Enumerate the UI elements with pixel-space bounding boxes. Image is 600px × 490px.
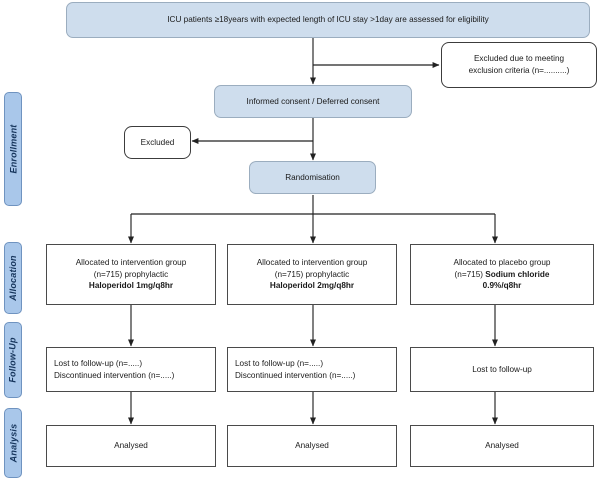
stage-label-allocation: Allocation bbox=[4, 242, 22, 314]
node-allocation-3-line-3: 0.9%/q8hr bbox=[482, 281, 522, 291]
node-excluded-criteria: Excluded due to meeting exclusion criter… bbox=[441, 42, 597, 88]
node-allocation-1-line-2: (n=715) prophylactic bbox=[93, 269, 169, 279]
node-allocation-1-line-1: Allocated to intervention group bbox=[75, 257, 187, 267]
node-analysis-1: Analysed bbox=[46, 425, 216, 467]
node-allocation-2-line-3: Haloperidol 2mg/q8hr bbox=[269, 281, 355, 291]
node-allocation-2: Allocated to intervention group (n=715) … bbox=[227, 244, 397, 305]
node-allocation-2-line-1: Allocated to intervention group bbox=[256, 257, 368, 267]
stage-label-analysis-text: Analysis bbox=[8, 423, 18, 463]
stage-label-follow-up-text: Follow-Up bbox=[8, 337, 19, 383]
node-eligibility: ICU patients ≥18years with expected leng… bbox=[66, 2, 590, 38]
node-allocation-1: Allocated to intervention group (n=715) … bbox=[46, 244, 216, 305]
node-analysis-1-line-1: Analysed bbox=[114, 441, 148, 451]
stage-label-enrollment: Enrollment bbox=[4, 92, 22, 206]
node-excluded-criteria-line-2: exclusion criteria (n=..........) bbox=[468, 66, 570, 75]
node-consent-line-1: Informed consent / Deferred consent bbox=[246, 96, 380, 106]
stage-label-analysis: Analysis bbox=[4, 408, 22, 478]
node-randomisation: Randomisation bbox=[249, 161, 376, 194]
node-followup-3: Lost to follow-up bbox=[410, 347, 594, 392]
stage-label-follow-up: Follow-Up bbox=[4, 322, 22, 398]
node-analysis-2-line-1: Analysed bbox=[295, 441, 329, 451]
node-allocation-1-line-3: Haloperidol 1mg/q8hr bbox=[88, 281, 174, 291]
node-allocation-3: Allocated to placebo group (n=715) Sodiu… bbox=[410, 244, 594, 305]
node-allocation-2-line-2: (n=715) prophylactic bbox=[274, 269, 350, 279]
node-followup-2: Lost to follow-up (n=.....) Discontinued… bbox=[227, 347, 397, 392]
node-allocation-3-line-2-plain: (n=715) bbox=[454, 269, 486, 279]
node-consent: Informed consent / Deferred consent bbox=[214, 85, 412, 118]
node-analysis-2: Analysed bbox=[227, 425, 397, 467]
stage-label-allocation-text: Allocation bbox=[8, 255, 19, 301]
node-followup-2-line-2: Discontinued intervention (n=.....) bbox=[235, 370, 356, 380]
node-excluded-criteria-line-1: Excluded due to meeting bbox=[473, 54, 565, 64]
stage-label-enrollment-text: Enrollment bbox=[8, 124, 19, 174]
node-allocation-3-line-1: Allocated to placebo group bbox=[453, 257, 551, 267]
node-followup-2-line-1: Lost to follow-up (n=.....) bbox=[235, 358, 324, 368]
node-followup-1-line-2: Discontinued intervention (n=.....) bbox=[54, 370, 175, 380]
node-analysis-3: Analysed bbox=[410, 425, 594, 467]
node-allocation-3-line-2-bold: Sodium chloride bbox=[485, 269, 550, 279]
node-followup-1: Lost to follow-up (n=.....) Discontinued… bbox=[46, 347, 216, 392]
node-allocation-3-line-2: (n=715) Sodium chloride bbox=[455, 269, 550, 281]
node-followup-1-line-1: Lost to follow-up (n=.....) bbox=[54, 358, 143, 368]
node-randomisation-line-1: Randomisation bbox=[285, 172, 340, 182]
node-followup-3-line-1: Lost to follow-up bbox=[472, 364, 532, 374]
node-analysis-3-line-1: Analysed bbox=[485, 441, 519, 451]
node-eligibility-line-1: ICU patients ≥18years with expected leng… bbox=[167, 15, 489, 25]
node-excluded-line-1: Excluded bbox=[140, 137, 175, 147]
node-excluded: Excluded bbox=[124, 126, 191, 159]
